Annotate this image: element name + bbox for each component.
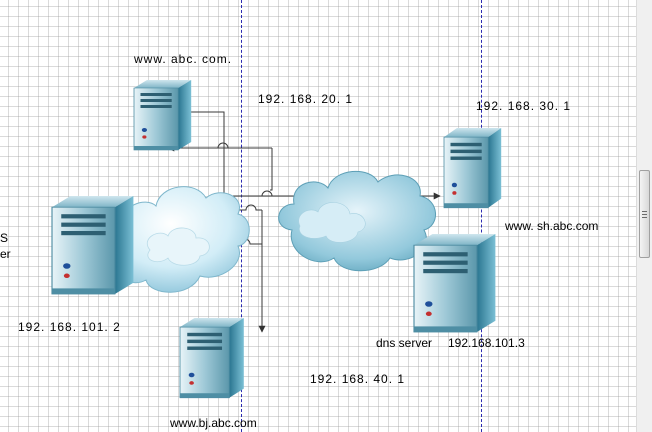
label-subnet-30: 192. 168. 30. 1 [476,99,572,113]
grip-line [642,211,647,212]
server-bj-icon [179,317,245,399]
server-sh-icon [443,127,502,209]
vertical-scrollbar[interactable] [636,0,652,432]
label-subnet-40: 192. 168. 40. 1 [310,372,406,386]
diagram-canvas[interactable]: www. abc. com. 192. 168. 20. 1 192. 168.… [0,0,636,432]
label-abc-host: www. abc. com. [134,52,233,66]
server-dns-left-icon [51,195,135,295]
label-ip-101-3: 192.168.101.3 [448,336,525,350]
server-abc-icon [133,79,192,151]
label-dns-server: dns server [376,336,433,350]
label-dns-left-partial-1: S [0,231,9,245]
label-dns-left-partial-2: er [0,247,11,261]
label-sh-host: www. sh.abc.com [505,219,599,233]
label-ip-101-2: 192. 168. 101. 2 [18,320,121,334]
network-diagram [51,79,502,399]
divider-line-right [481,0,482,432]
scrollbar-thumb[interactable] [639,170,650,258]
grip-line [642,214,647,215]
grip-line [642,217,647,218]
server-dns-right-icon [413,233,497,333]
network-cloud-right [278,170,436,272]
label-bj-host: www.bj.abc.com [170,416,257,430]
label-subnet-20: 192. 168. 20. 1 [258,92,354,106]
